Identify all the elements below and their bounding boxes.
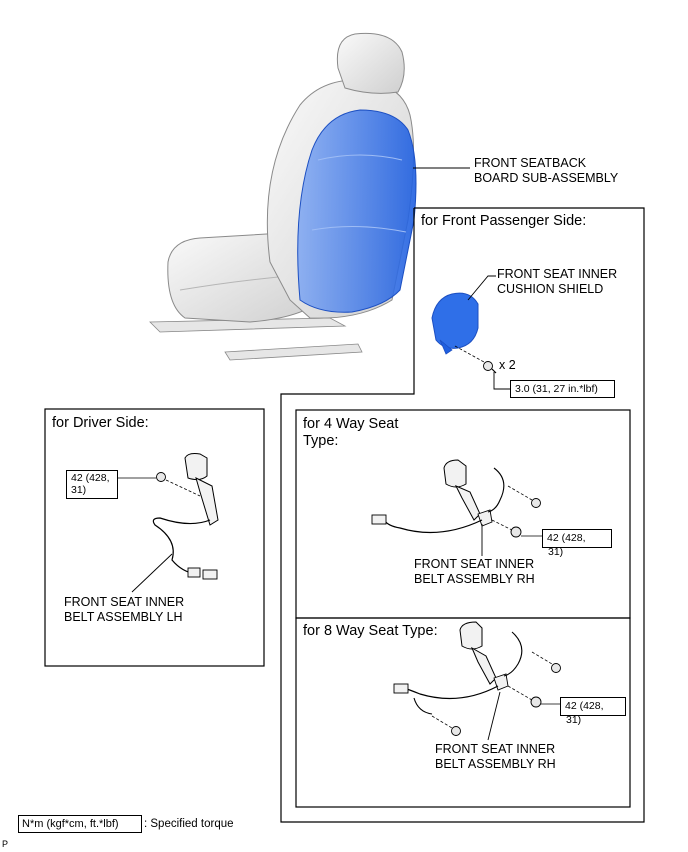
eight-way-panel-frame	[295, 617, 631, 808]
eight-way-nut-icon	[530, 696, 542, 708]
four-way-torque-line2: 31)	[548, 546, 564, 558]
shield-torque-value: 3.0 (31, 27 in.*lbf)	[515, 383, 598, 395]
driver-torque-box: 42 (428, 31)	[66, 470, 118, 499]
cushion-shield-label-line1: FRONT SEAT INNER	[497, 267, 618, 281]
belt-rh-4way-label-line2: BELT ASSEMBLY RH	[414, 572, 535, 586]
shield-torque-box: 3.0 (31, 27 in.*lbf)	[510, 380, 615, 398]
passenger-panel-title: for Front Passenger Side:	[421, 213, 587, 229]
seatback-label: FRONT SEATBACK BOARD SUB-ASSEMBLY	[474, 156, 618, 186]
four-way-title-line1: for 4 Way Seat	[303, 416, 399, 432]
belt-lh-part	[152, 453, 219, 580]
driver-panel-frame	[44, 408, 265, 667]
legend-unit-box: N*m (kgf*cm, ft.*lbf)	[18, 815, 142, 833]
eight-way-bolt-icon	[551, 663, 561, 673]
four-way-nut-icon	[510, 526, 522, 538]
legend-meaning: : Specified torque	[144, 818, 234, 830]
cushion-shield-label-line2: CUSHION SHIELD	[497, 282, 604, 296]
belt-lh-label-line2: BELT ASSEMBLY LH	[64, 610, 183, 624]
driver-torque-line1: 42 (428,	[71, 472, 110, 484]
eight-way-panel-title: for 8 Way Seat Type:	[303, 623, 438, 639]
four-way-bolt-icon	[531, 498, 541, 508]
eight-way-torque-line1: 42 (428,	[565, 700, 604, 712]
four-way-torque-box: 42 (428,	[542, 529, 612, 548]
belt-lh-label: FRONT SEAT INNER BELT ASSEMBLY LH	[64, 595, 184, 625]
eight-way-lower-bolt-icon	[451, 726, 461, 736]
cushion-shield-leader	[467, 275, 496, 301]
belt-lh-leader	[131, 553, 173, 593]
seatback-label-line1: FRONT SEATBACK	[474, 156, 587, 170]
belt-rh-8way-label: FRONT SEAT INNER BELT ASSEMBLY RH	[435, 742, 556, 772]
corner-mark: P	[2, 839, 9, 849]
belt-rh-8way-leader	[487, 691, 501, 741]
four-way-torque-line1: 42 (428,	[547, 532, 586, 544]
belt-rh-8way-label-line2: BELT ASSEMBLY RH	[435, 757, 556, 771]
belt-rh-8way-label-line1: FRONT SEAT INNER	[435, 742, 556, 756]
driver-torque-line2: 31)	[71, 484, 87, 496]
four-way-title-line2: Type:	[303, 433, 339, 449]
driver-panel-title: for Driver Side:	[52, 415, 149, 431]
belt-rh-4way-label: FRONT SEAT INNER BELT ASSEMBLY RH	[414, 557, 535, 587]
belt-rh-4way-label-line1: FRONT SEAT INNER	[414, 557, 535, 571]
belt-lh-label-line1: FRONT SEAT INNER	[64, 595, 185, 609]
driver-nut-icon	[156, 472, 166, 482]
shield-bolt-icon	[483, 361, 497, 374]
cushion-shield-part	[431, 292, 479, 355]
belt-rh-4way-part	[371, 459, 505, 534]
eight-way-torque-line2: 31)	[566, 714, 582, 726]
cushion-shield-label: FRONT SEAT INNER CUSHION SHIELD	[497, 267, 617, 297]
seat-illustration	[149, 32, 417, 361]
legend-unit: N*m (kgf*cm, ft.*lbf)	[22, 818, 119, 830]
quantity-label: x 2	[499, 358, 516, 372]
passenger-panel-frame	[280, 207, 645, 823]
eight-way-torque-box: 42 (428,	[560, 697, 626, 716]
four-way-panel-title: for 4 Way Seat Type:	[303, 416, 398, 450]
seatback-label-line2: BOARD SUB-ASSEMBLY	[474, 171, 619, 185]
